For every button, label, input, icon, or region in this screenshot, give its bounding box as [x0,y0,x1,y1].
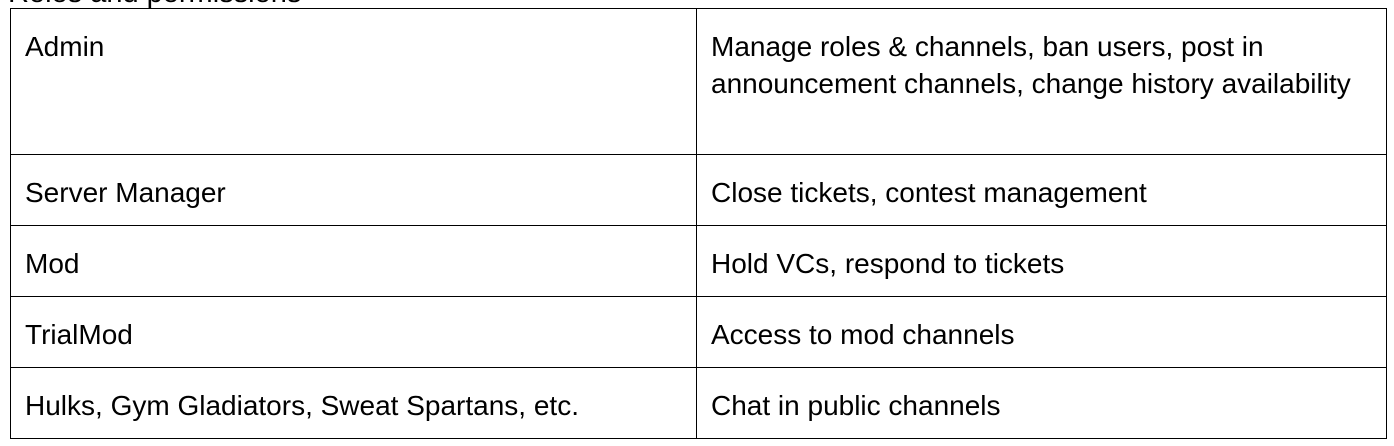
role-cell: Mod [10,225,697,297]
heading-fragment-text: Roles and permissions [8,0,301,8]
role-cell: Admin [10,8,697,155]
permissions-cell: Chat in public channels [696,367,1387,439]
heading-fragment: Roles and permissions [0,0,1394,8]
role-cell: Server Manager [10,154,697,226]
role-cell: Hulks, Gym Gladiators, Sweat Spartans, e… [10,367,697,439]
table-row: Admin Manage roles & channels, ban users… [10,8,1387,155]
permissions-cell: Hold VCs, respond to tickets [696,225,1387,297]
table-row: Mod Hold VCs, respond to tickets [10,225,1387,297]
table-row: Hulks, Gym Gladiators, Sweat Spartans, e… [10,367,1387,439]
permissions-cell: Manage roles & channels, ban users, post… [696,8,1387,155]
permissions-cell: Access to mod channels [696,296,1387,368]
roles-permissions-table: Admin Manage roles & channels, ban users… [10,8,1387,439]
role-cell: TrialMod [10,296,697,368]
table-row: Server Manager Close tickets, contest ma… [10,154,1387,226]
table-row: TrialMod Access to mod channels [10,296,1387,368]
permissions-cell: Close tickets, contest management [696,154,1387,226]
